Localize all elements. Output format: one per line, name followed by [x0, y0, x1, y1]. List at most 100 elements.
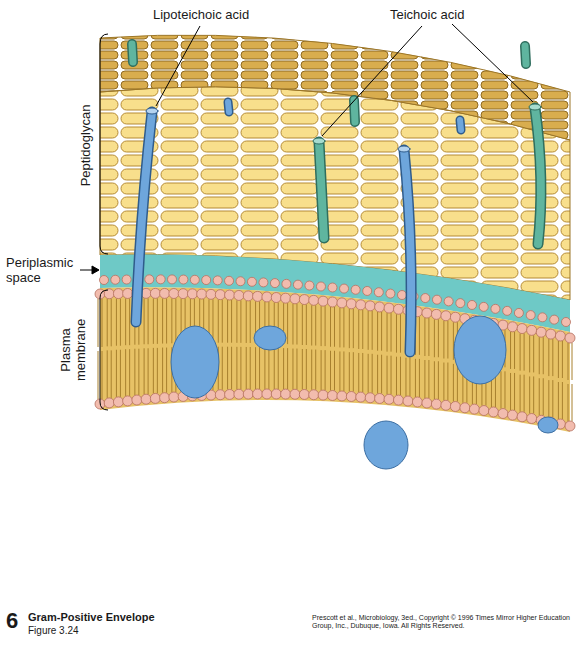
lipid-part: [552, 339, 553, 376]
lipid-part: [222, 347, 223, 390]
lipid-part: [227, 300, 228, 343]
lipid-part: [510, 373, 511, 410]
lipid-part: [500, 371, 501, 408]
lipid-part: [157, 298, 158, 344]
lipid-part: [111, 350, 112, 398]
lipid-part: [396, 357, 397, 395]
lipid-part: [125, 298, 126, 345]
lipid-part: [374, 288, 383, 297]
lipid-part: [234, 389, 244, 399]
lipid-part: [315, 305, 316, 345]
lipid-part: [400, 314, 401, 352]
lipid-part: [153, 348, 154, 394]
lipid-part: [160, 288, 170, 298]
lipid-part: [424, 360, 425, 398]
lipid-part: [160, 393, 170, 403]
lipid-part: [309, 295, 319, 305]
lipid-part: [565, 333, 575, 343]
lipid-part: [107, 299, 108, 347]
lipid-part: [428, 360, 429, 398]
lipid-part: [197, 289, 207, 299]
lipid-part: [381, 355, 382, 394]
lipid-part: [278, 348, 279, 389]
lipid-part: [236, 347, 237, 389]
lipid-part: [236, 277, 245, 286]
lipid-part: [393, 304, 403, 314]
lipid-part: [384, 394, 394, 404]
lipid-part: [453, 364, 454, 402]
lipid-part: [153, 298, 154, 344]
lipid-part: [488, 407, 498, 417]
lipid-part: [468, 300, 477, 309]
lipid-part: [330, 351, 331, 391]
lipid-part: [222, 300, 223, 343]
lipid-part: [166, 298, 167, 343]
lipid-part: [479, 406, 489, 416]
lipid-part: [362, 310, 363, 349]
lipid-part: [456, 299, 465, 308]
lipid-part: [375, 302, 385, 312]
lipid-part: [234, 290, 244, 300]
lipid-part: [356, 392, 366, 402]
lipid-part: [299, 295, 309, 305]
lipid-part: [246, 347, 247, 389]
lipid-part: [520, 375, 521, 412]
lipid-part: [287, 303, 288, 344]
lipid-part: [270, 279, 279, 288]
lipid-part: [431, 399, 441, 409]
lipid-part: [548, 380, 549, 417]
lipid-part: [120, 299, 121, 346]
lipid-part: [283, 348, 284, 389]
lipid-part: [311, 305, 312, 345]
lipid-part: [330, 307, 331, 347]
lipid-part: [148, 348, 149, 394]
lipid-part: [144, 348, 145, 394]
lipid-part: [334, 307, 335, 347]
lipid-part: [514, 308, 523, 317]
lipid-part: [514, 373, 515, 410]
lipid-part: [552, 380, 553, 417]
lipid-part: [100, 276, 109, 285]
lipid-part: [318, 296, 328, 306]
lipid-part: [281, 293, 291, 303]
lipid-part: [405, 358, 406, 396]
lipid-part: [391, 313, 392, 352]
lipid-part: [533, 335, 534, 372]
lipid-part: [403, 396, 413, 406]
lipid-part: [264, 347, 265, 389]
lipid-part: [122, 275, 131, 284]
lipid-part: [262, 292, 272, 302]
lipid-part: [520, 334, 521, 371]
lipid-part: [162, 298, 163, 343]
lipid-part: [422, 398, 432, 408]
lipid-part: [526, 311, 535, 320]
lipid-part: [558, 382, 559, 419]
lipid-part: [510, 332, 511, 369]
lipid-part: [503, 306, 512, 315]
lipid-part: [339, 351, 340, 391]
lipid-part: [296, 349, 297, 390]
lipid-part: [349, 352, 350, 391]
lipid-part: [116, 350, 117, 397]
lipid-part: [287, 348, 288, 389]
lipid-part: [529, 335, 530, 372]
lipid-part: [227, 347, 228, 390]
lipid-part: [568, 343, 569, 380]
lipid-part: [457, 364, 458, 402]
lipid-part: [125, 349, 126, 396]
lipid-part: [441, 311, 451, 321]
lipid-part: [514, 332, 515, 369]
lipid-part: [123, 396, 133, 406]
lipid-part: [231, 347, 232, 390]
lipid-part: [491, 304, 500, 313]
lipid-part: [428, 318, 429, 356]
lipid-part: [450, 312, 460, 322]
lipid-part: [328, 283, 337, 292]
lipid-part: [400, 357, 401, 395]
lipid-part: [111, 299, 112, 347]
lipid-part: [240, 300, 241, 342]
lipid-part: [438, 319, 439, 357]
lipid-part: [162, 348, 163, 393]
region-label: Plasma membrane: [59, 310, 89, 390]
lipid-part: [539, 337, 540, 374]
